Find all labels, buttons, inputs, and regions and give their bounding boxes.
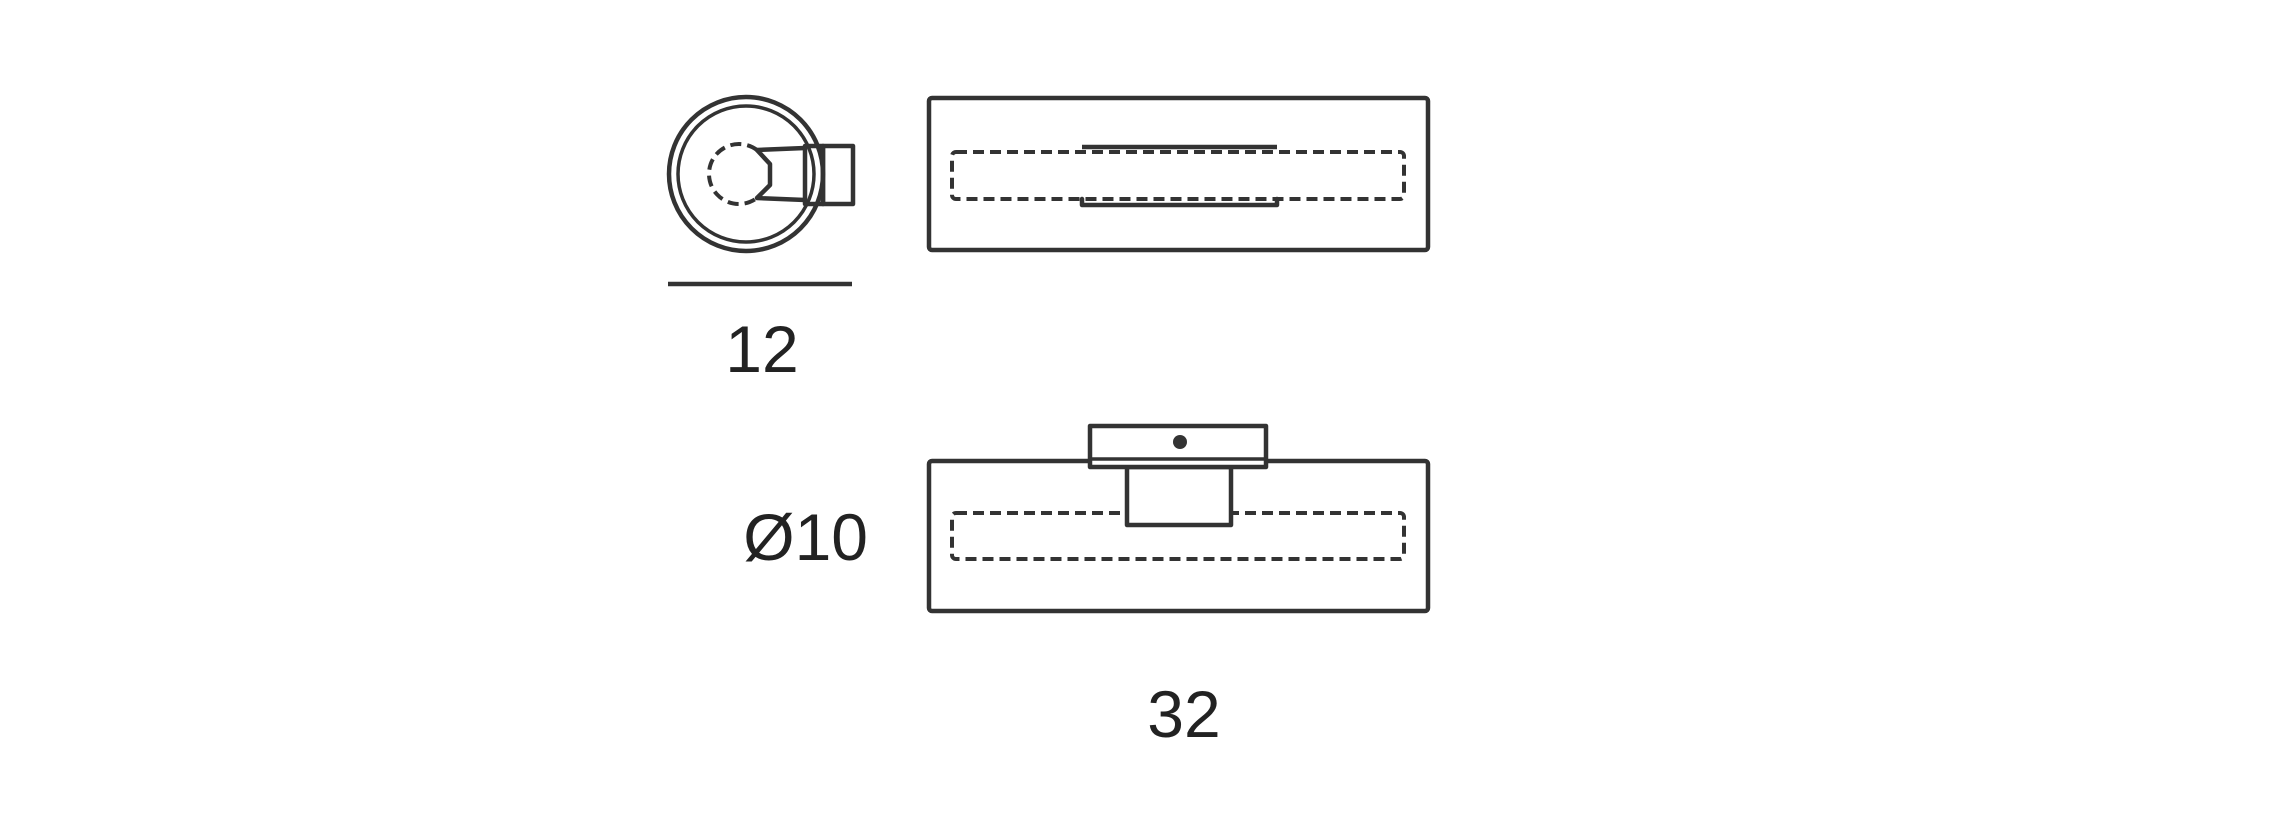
front-view-diameter-label: Ø10 — [743, 500, 868, 574]
side-view-dimension-label: 12 — [725, 312, 798, 386]
side-view-inner-circle — [676, 104, 816, 244]
side-view-mount-outer — [820, 143, 856, 207]
top-view-outline — [926, 95, 1431, 253]
top-view-hidden-tube — [950, 150, 1406, 201]
side-view-arm — [754, 145, 808, 203]
side-view-hidden-arc — [707, 142, 759, 206]
front-view-mount-neck — [1124, 464, 1234, 528]
front-view-screw-hole — [1173, 435, 1187, 449]
front-view: Ø10 32 — [743, 423, 1431, 751]
side-view: 12 — [666, 94, 856, 386]
top-view — [926, 95, 1431, 253]
top-view-mount-bottom-edge — [1079, 196, 1280, 208]
front-view-length-label: 32 — [1147, 677, 1220, 751]
side-view-outer-circle — [666, 94, 826, 254]
